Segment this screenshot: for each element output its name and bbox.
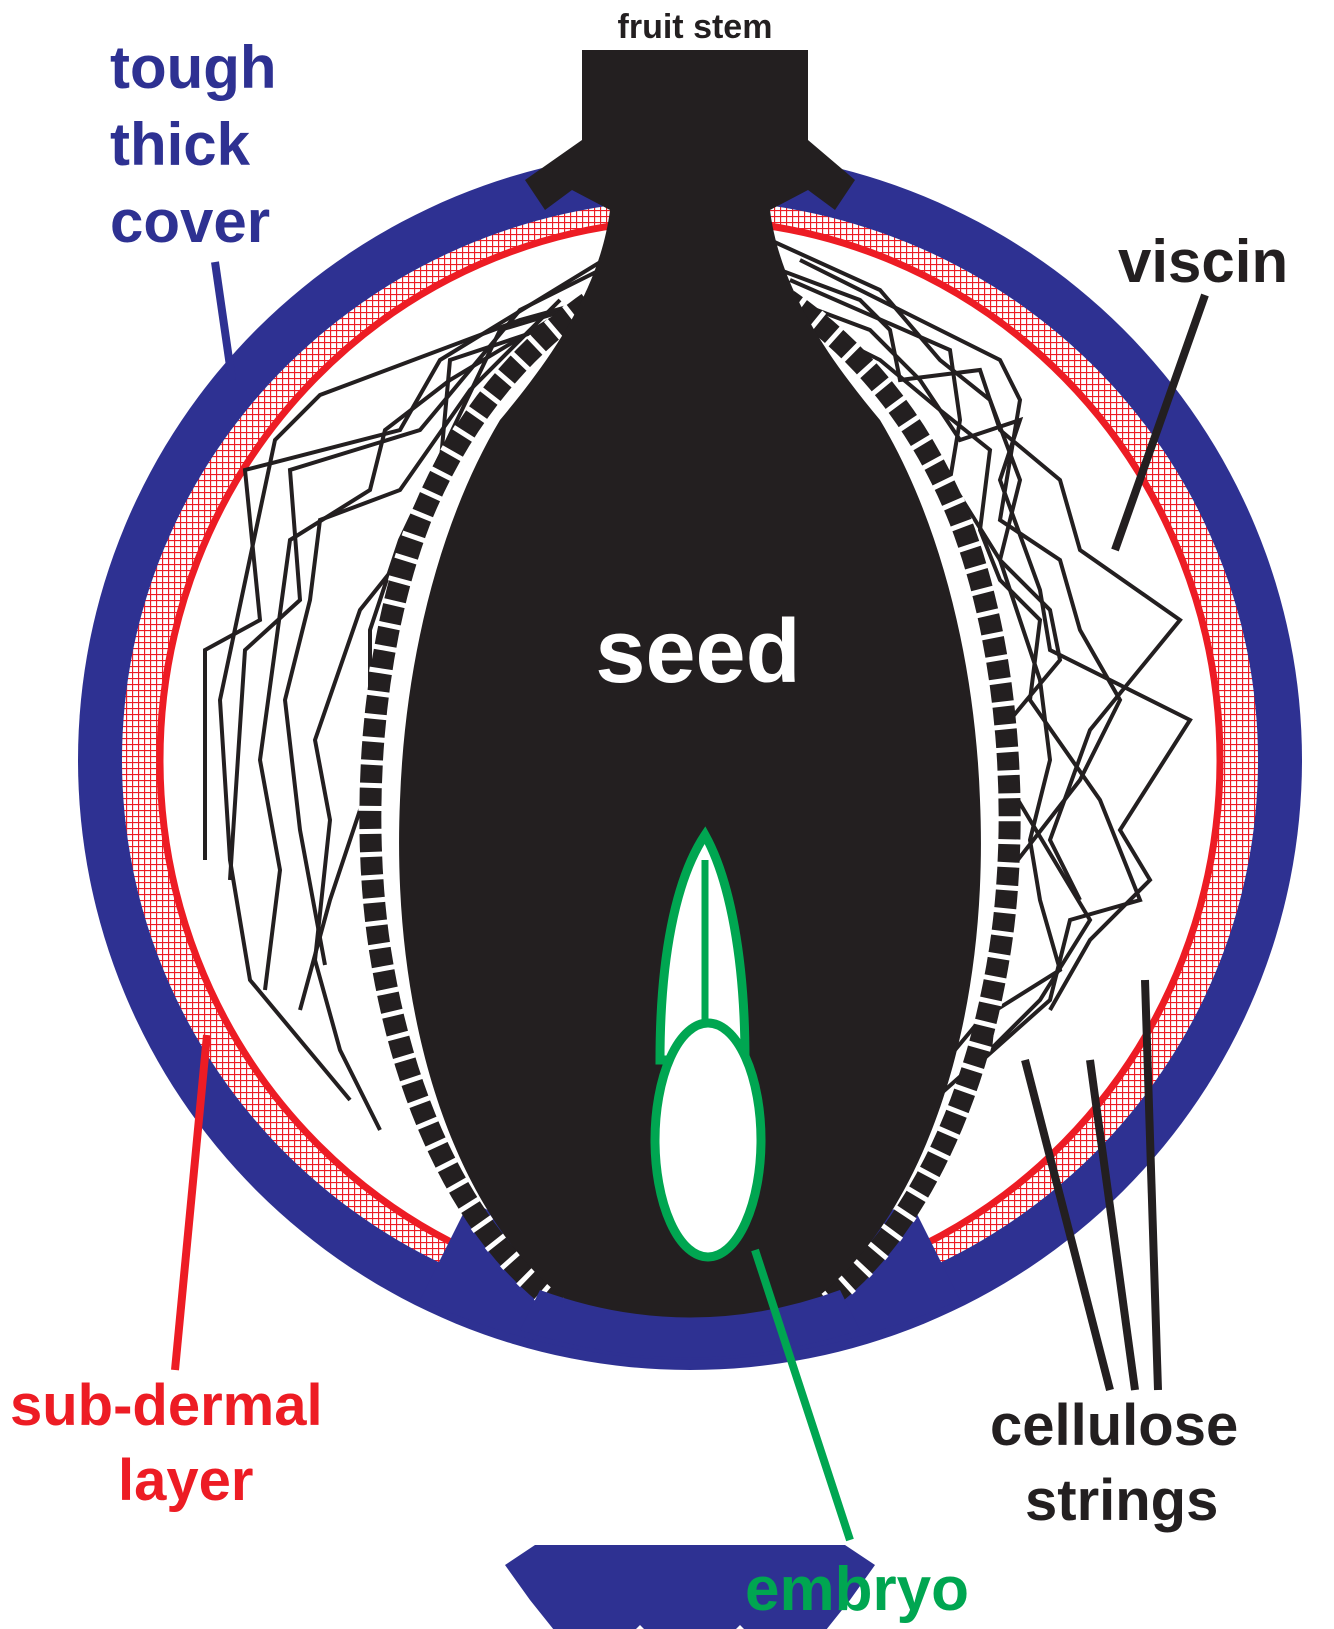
label-cellulose-line1: cellulose [990, 1393, 1238, 1458]
cover-leader [215, 262, 232, 380]
embryo-cotyledon [655, 1023, 761, 1257]
label-viscin: viscin [1118, 228, 1288, 295]
label-fruit-stem: fruit stem [618, 8, 773, 46]
label-subdermal-line2: layer [118, 1448, 253, 1513]
label-seed: seed [595, 602, 800, 702]
label-cover-line3: cover [110, 188, 270, 255]
label-embryo: embryo [745, 1555, 969, 1624]
label-cover-line1: tough [110, 34, 277, 101]
label-cellulose-line2: strings [1025, 1468, 1218, 1533]
label-subdermal-line1: sub-dermal [10, 1373, 323, 1438]
label-cover-line2: thick [110, 111, 251, 178]
